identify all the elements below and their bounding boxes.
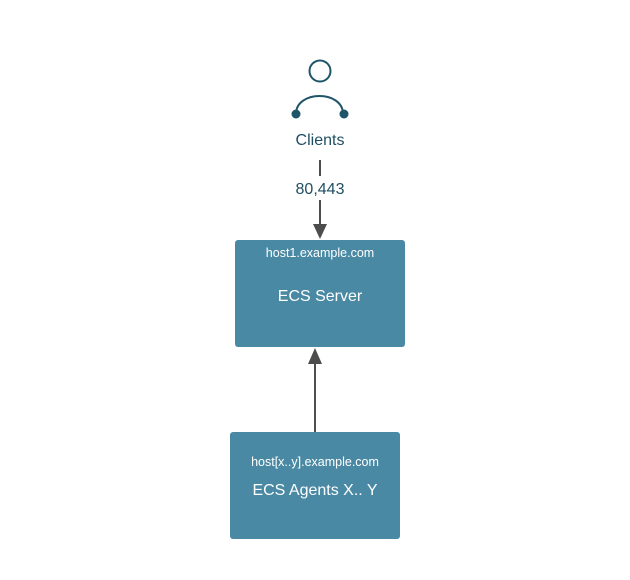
- ecs-server-title: ECS Server: [278, 288, 363, 305]
- edge-agents-to-server: [308, 348, 322, 432]
- edge-clients-to-server: 80,443: [296, 160, 345, 239]
- ecs-agents-host: host[x..y].example.com: [251, 455, 379, 469]
- ecs-agents-node: host[x..y].example.com ECS Agents X.. Y: [230, 432, 400, 539]
- ecs-agents-box: [230, 432, 400, 539]
- ecs-server-host: host1.example.com: [266, 246, 374, 260]
- arrow-head: [313, 224, 327, 239]
- arrow-head: [308, 348, 322, 364]
- ecs-agents-title: ECS Agents X.. Y: [252, 482, 377, 499]
- clients-label: Clients: [296, 132, 345, 149]
- clients-node: Clients: [291, 59, 349, 149]
- edge-port-label: 80,443: [296, 181, 345, 198]
- ecs-server-box: [235, 240, 405, 347]
- user-icon: [291, 59, 349, 119]
- ecs-server-node: host1.example.com ECS Server: [235, 240, 405, 347]
